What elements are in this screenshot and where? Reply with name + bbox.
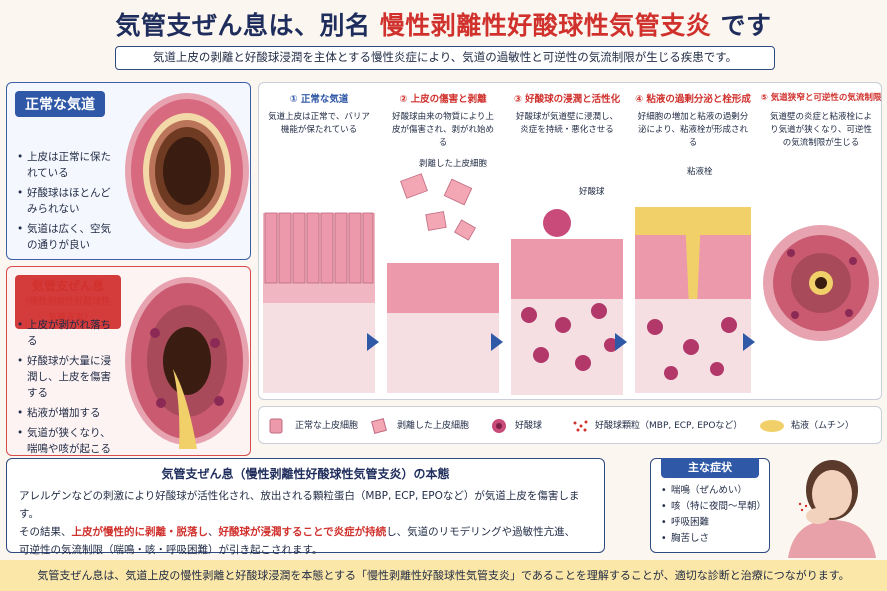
stage-5: ⑤ 気道狭窄と可逆性の気流制限 気道壁の炎症と粘液栓により気道が狭くなり、可逆性…	[759, 83, 883, 401]
legend-label: 好酸球顆粒（MBP, ECP, EPOなど）	[595, 421, 743, 431]
stage-3-illustration	[511, 209, 623, 395]
list-item: 好酸球が大量に浸潤し、上皮を傷害する	[17, 353, 119, 401]
stage-4-desc: 好細胞の増加と粘液の過剰分泌により、粘液栓が形成される	[637, 112, 749, 148]
title-prefix: 気管支ぜん息は、別名	[115, 11, 371, 40]
legend-label: 正常な上皮細胞	[295, 421, 359, 431]
subtitle: 気道上皮の剥離と好酸球浸潤を主体とする慢性炎症により、気道の過敏性と可逆性の気流…	[115, 46, 775, 70]
stage-1-desc: 気道上皮は正常で、バリア機能が保たれている	[268, 112, 370, 135]
granule-icon	[573, 420, 588, 432]
stage-1-title: ① 正常な気道	[289, 94, 349, 105]
stage-2-label: 剥離した上皮細胞	[419, 159, 488, 169]
asthma-airway-bullets: 上皮が剥がれ落ちる 好酸球が大量に浸潤し、上皮を傷害する 粘液が増加する 気道が…	[17, 317, 119, 461]
stage-1-illustration	[263, 212, 375, 393]
list-item: 上皮が剥がれ落ちる	[17, 317, 119, 349]
stage-3-label: 好酸球	[579, 187, 605, 197]
stage-2: ② 上皮の傷害と剥離 好酸球由来の物質により上皮が傷害され、剥がれ始める 剥離し…	[383, 83, 503, 401]
pathology-body: アレルゲンなどの刺激により好酸球が活性化され、放出される顆粒蛋白（MBP, EC…	[19, 487, 594, 559]
stage-2-illustration	[387, 173, 499, 393]
stage-1: ① 正常な気道 気道上皮は正常で、バリア機能が保たれている	[259, 83, 379, 401]
stage-2-desc: 好酸球由来の物質により上皮が傷害され、剥がれ始める	[391, 112, 495, 148]
pathology-line-2: その結果、上皮が慢性的に剥離・脱落し、好酸球が浸潤することで炎症が持続し、気道の…	[19, 523, 594, 541]
pathology-text: その結果、	[19, 526, 72, 538]
stage-arrow	[491, 333, 503, 351]
stage-3-desc: 好酸球が気道壁に浸潤し、炎症を持続・悪化させる	[515, 112, 618, 135]
list-item: 咳（特に夜間〜早朝）	[661, 499, 766, 515]
list-item: 気道は広く、空気の通りが良い	[17, 221, 119, 253]
legend-label: 粘液（ムチン）	[791, 421, 855, 431]
stage-5-title: ⑤ 気道狭窄と可逆性の気流制限	[760, 93, 882, 103]
pathogenesis-stages: ① 正常な気道 気道上皮は正常で、バリア機能が保たれている ② 上皮の傷害と剥離…	[258, 82, 882, 400]
symptoms-list: 喘鳴（ぜんめい） 咳（特に夜間〜早朝） 呼吸困難 胸苦しさ	[661, 483, 766, 547]
list-item: 喘鳴（ぜんめい）	[661, 483, 766, 499]
stage-4-illustration	[635, 207, 751, 393]
list-item: 好酸球はほとんどみられない	[17, 185, 119, 217]
normal-airway-tag: 正常な気道	[15, 91, 105, 117]
title-highlight: 慢性剥離性好酸球性気管支炎	[379, 11, 712, 40]
list-item: 上皮は正常に保たれている	[17, 149, 119, 181]
stage-4-title: ④ 粘液の過剰分泌と栓形成	[635, 94, 751, 105]
mucus-icon	[760, 420, 784, 432]
legend-label: 剥離した上皮細胞	[397, 421, 470, 431]
list-item: 呼吸困難	[661, 515, 766, 531]
pathology-box: 気管支ぜん息（慢性剥離性好酸球性気管支炎）の本態 アレルゲンなどの刺激により好酸…	[6, 458, 605, 556]
eosinophil-icon	[492, 419, 506, 433]
title-suffix: です	[720, 11, 772, 40]
pathology-title: 気管支ぜん息（慢性剥離性好酸球性気管支炎）の本態	[161, 467, 450, 481]
symptoms-box: 主な症状 喘鳴（ぜんめい） 咳（特に夜間〜早朝） 呼吸困難 胸苦しさ	[650, 458, 770, 553]
list-item: 粘液が増加する	[17, 405, 119, 421]
pathology-line-3: 可逆性の気流制限（喘鳴・咳・呼吸困難）が引き起こされます。	[19, 544, 323, 556]
normal-airway-illustration	[125, 93, 249, 249]
pathology-emphasis: 上皮が慢性的に剥離・脱落し	[71, 526, 209, 538]
coughing-woman-illustration	[788, 460, 876, 558]
pathology-line-1: アレルゲンなどの刺激により好酸球が活性化され、放出される顆粒蛋白（MBP, EC…	[19, 490, 580, 520]
stage-4-label: 粘液栓	[687, 167, 713, 177]
normal-cell-icon	[269, 418, 283, 434]
list-item: 胸苦しさ	[661, 531, 766, 547]
page-title: 気管支ぜん息は、別名 慢性剥離性好酸球性気管支炎 です	[0, 6, 887, 42]
normal-airway-bullets: 上皮は正常に保たれている 好酸球はほとんどみられない 気道は広く、空気の通りが良…	[17, 149, 119, 257]
stage-2-title: ② 上皮の傷害と剥離	[399, 94, 487, 105]
legend-label: 好酸球	[515, 421, 543, 431]
pathology-text: し、気道のリモデリングや過敏性亢進、	[386, 526, 576, 538]
footer-summary: 気管支ぜん息は、気道上皮の慢性剥離と好酸球浸潤を本態とする「慢性剥離性好酸球性気…	[0, 560, 887, 591]
pathology-text: 、	[208, 526, 219, 538]
stage-4: ④ 粘液の過剰分泌と栓形成 好細胞の増加と粘液の過剰分泌により、粘液栓が形成され…	[631, 83, 755, 401]
pathology-emphasis: 好酸球が浸潤することで炎症が持続	[218, 526, 387, 538]
stage-3-title: ③ 好酸球の浸潤と活性化	[513, 94, 621, 105]
list-item: 気道が狭くなり、喘鳴や咳が起こる	[17, 425, 119, 457]
stage-arrow	[743, 333, 755, 351]
normal-airway-panel: 正常な気道 上皮は正常に保たれている 好酸球はほとんどみられない 気道は広く、空…	[6, 82, 251, 260]
detached-cell-icon	[371, 418, 387, 434]
asthma-airway-illustration	[125, 277, 249, 449]
stage-5-illustration	[763, 225, 879, 341]
stage-arrow	[367, 333, 379, 351]
legend: 正常な上皮細胞 剥離した上皮細胞 好酸球 好酸球顆粒（MBP, ECP, EPO…	[258, 406, 882, 444]
stage-arrow	[615, 333, 627, 351]
symptoms-title: 主な症状	[661, 458, 759, 478]
asthma-airway-panel: 気管支ぜん息 (慢性剥離性好酸球性気管支炎) 上皮が剥がれ落ちる 好酸球が大量に…	[6, 266, 251, 456]
stage-3: ③ 好酸球の浸潤と活性化 好酸球が気道壁に浸潤し、炎症を持続・悪化させる 好酸球	[507, 83, 627, 401]
asthma-tag-label: 気管支ぜん息	[31, 279, 104, 293]
stage-5-desc: 気道壁の炎症と粘液栓により気道が狭くなり、可逆性の気流制限が生じる	[769, 112, 872, 148]
